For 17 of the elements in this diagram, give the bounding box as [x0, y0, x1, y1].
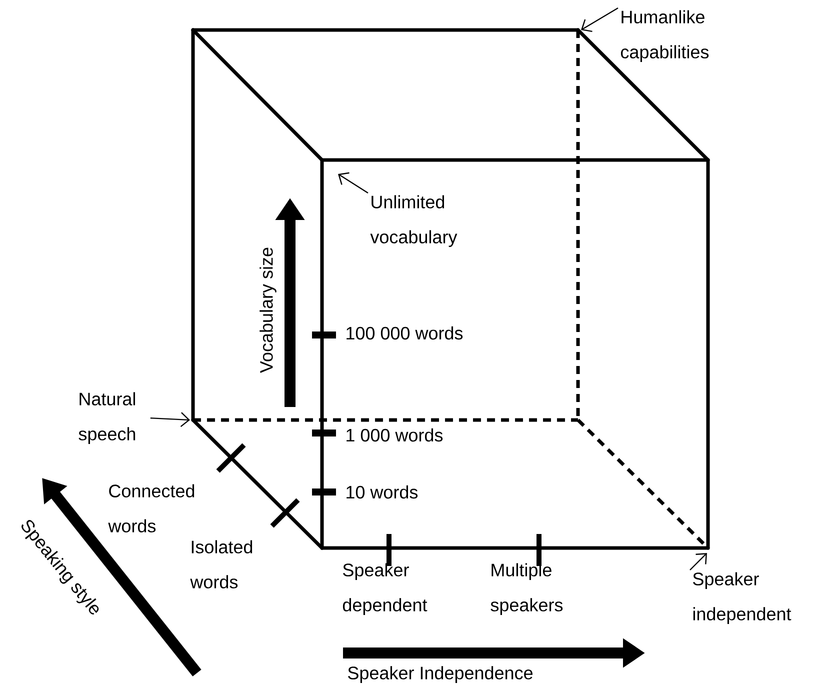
- callout-text: Humanlike capabilities: [620, 10, 709, 62]
- tick-label: Multiple speakers: [490, 563, 563, 615]
- callout-text: Unlimited vocabulary: [370, 195, 458, 247]
- tick-label: 10 words: [346, 485, 418, 499]
- axis-title: Vocabulary size: [260, 248, 276, 373]
- leader-line: [338, 172, 368, 194]
- tick-label: 100 000 words: [346, 326, 463, 340]
- callout-text: Natural speech: [78, 392, 136, 444]
- tick-label: Speaker dependent: [342, 563, 428, 615]
- tick-label: Connected words: [108, 484, 194, 532]
- tick-label: 1 000 words: [346, 428, 443, 442]
- leader-line: [581, 7, 618, 32]
- callout-text: Speaker independent: [693, 572, 792, 624]
- leader-line: [150, 412, 190, 428]
- leader-line: [690, 553, 707, 570]
- axis-title: Speaker Independence: [348, 666, 532, 683]
- tick-label: Isolated words: [190, 540, 252, 588]
